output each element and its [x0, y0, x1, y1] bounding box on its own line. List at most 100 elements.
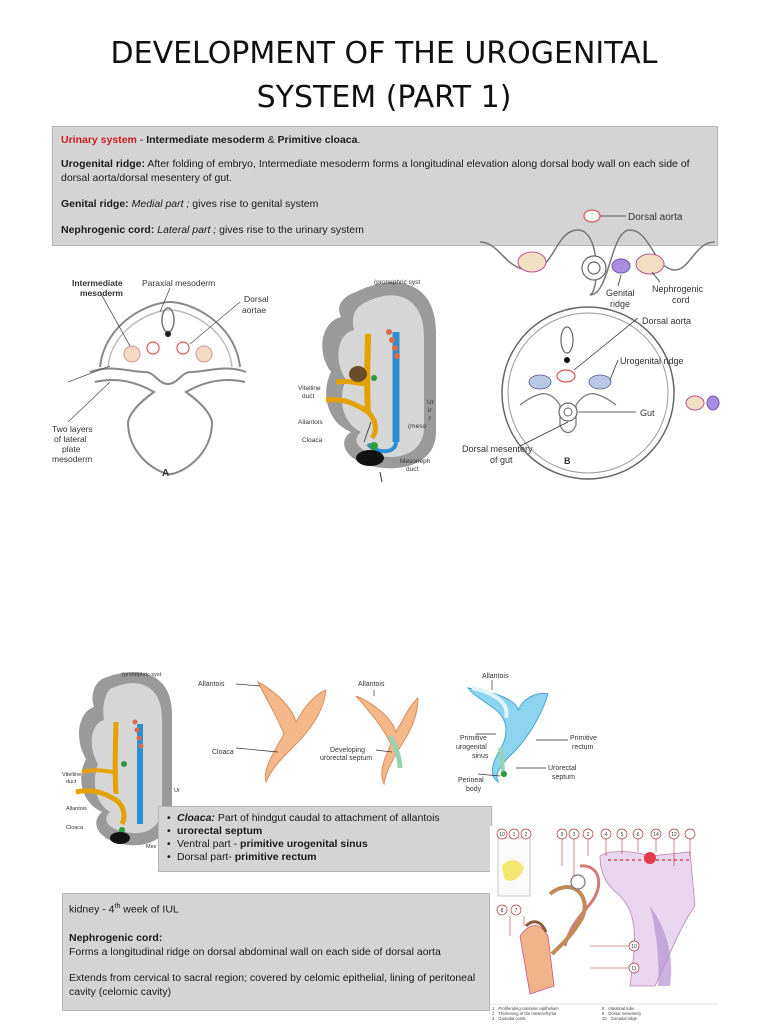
label-urogenital-ridge: Urogenital ridge — [620, 356, 684, 366]
text: 3 — [573, 832, 576, 838]
label-primitive-urogenital-sinus: Primitive — [460, 735, 487, 742]
text: sinus — [472, 753, 489, 760]
text: 4 — [605, 832, 608, 838]
text: ridge — [610, 299, 630, 309]
text: Gonadal cords — [498, 1016, 525, 1021]
label-paraxial: Paraxial mesoderm — [142, 278, 215, 288]
text: duct — [66, 779, 77, 785]
text: kidney - 4 — [69, 903, 115, 916]
text: . — [357, 134, 361, 146]
text: primitive rectum — [234, 851, 317, 863]
cloaca-box: Cloaca: Part of hindgut caudal to attach… — [158, 806, 492, 872]
text: th — [114, 903, 121, 910]
text: 12 — [671, 832, 677, 838]
text: gives rise to genital system — [189, 198, 319, 210]
text: 1 — [492, 1006, 495, 1011]
text: plate — [62, 444, 81, 454]
text: week of IUL — [120, 903, 179, 916]
list-item: urorectal septum — [165, 825, 485, 838]
text: body — [466, 786, 482, 793]
title-line-1: DEVELOPMENT OF THE UROGENITAL — [110, 36, 658, 71]
label-developing-septum: Developing — [330, 747, 365, 754]
nephrogenic-cord-text: Forms a longitudinal ridge on dorsal abd… — [69, 945, 441, 958]
label-perineal-body: Perineal — [458, 777, 484, 784]
text: Cloaca: — [177, 812, 215, 824]
text: Genital ridge: — [61, 198, 129, 210]
list-item: Ventral part - primitive urogenital sinu… — [165, 838, 485, 851]
text: Proliferating coelomic epithelium — [498, 1006, 559, 1011]
nephrogenic-cord-heading: Nephrogenic cord: — [69, 931, 163, 944]
label-nephrogenic-cord: Nephrogenic — [652, 284, 704, 294]
label-a: A — [162, 468, 169, 479]
label-pronephric-2: (pronephric syst — [122, 672, 162, 678]
label-allantois: Allantois — [298, 419, 323, 426]
text: 1 — [513, 832, 516, 838]
text: Gonadal ridge — [611, 1016, 638, 1021]
text: ir — [428, 407, 432, 414]
text: 5 — [621, 832, 624, 838]
text: urorectal septum — [320, 755, 372, 762]
text: duct — [302, 393, 314, 400]
label-allantois-p3: Allantois — [482, 673, 509, 680]
text: - — [136, 134, 147, 146]
text: Dorsal mesentery — [608, 1011, 642, 1016]
text: Intestinal tube — [608, 1006, 635, 1011]
text: of gut — [490, 455, 513, 465]
text: 2 — [525, 832, 528, 838]
text: mesoderm — [52, 454, 92, 464]
text: Nephrogenic cord: — [61, 224, 155, 236]
text: 11 — [631, 966, 636, 972]
kidney-line: kidney - 4th week of IUL — [69, 900, 483, 917]
label-mesonephric-duct: Mesoneph — [400, 458, 431, 465]
text: 9 — [602, 1011, 605, 1016]
list-item: Dorsal part- primitive rectum — [165, 851, 485, 864]
label-vitelline-duct-2: Vitelline — [62, 772, 81, 778]
text: cord — [672, 295, 690, 305]
text: 9 — [561, 832, 564, 838]
text: Thickening of the mesenchyma — [498, 1011, 557, 1016]
label-dorsal-mesentery: Dorsal mesentery — [462, 444, 533, 454]
label-primitive-rectum: Primitive — [570, 735, 597, 742]
text: 6 — [637, 832, 640, 838]
text: Ventral part - — [177, 838, 241, 850]
text: mesoderm — [80, 288, 123, 298]
text: aortae — [242, 305, 266, 315]
text: urorectal septum — [177, 825, 263, 837]
title-line-2: SYSTEM (PART 1) — [256, 80, 512, 115]
label-allantois-p1: Allantois — [198, 681, 225, 688]
cloaca-list: Cloaca: Part of hindgut caudal to attach… — [165, 812, 485, 864]
text: 8 — [501, 908, 504, 914]
text: duct — [406, 466, 418, 473]
label-dorsal-aorta-top: Dorsal aorta — [628, 212, 683, 223]
urinary-system-label: Urinary system — [61, 134, 137, 146]
label-two-layers: Two layers — [52, 424, 93, 434]
text: Part of hindgut caudal to attachment of … — [214, 812, 440, 824]
text: 3 — [492, 1016, 495, 1021]
extends-text: Extends from cervical to sacral region; … — [69, 971, 476, 998]
text: 14 — [653, 832, 659, 838]
text: 8 — [602, 1006, 605, 1011]
text: Dorsal part- — [177, 851, 235, 863]
text: 7 — [515, 908, 518, 914]
text: 2 — [587, 832, 590, 838]
text: (meso — [408, 423, 426, 430]
genital-ridge-line: Genital ridge: Medial part ; gives rise … — [61, 197, 709, 211]
